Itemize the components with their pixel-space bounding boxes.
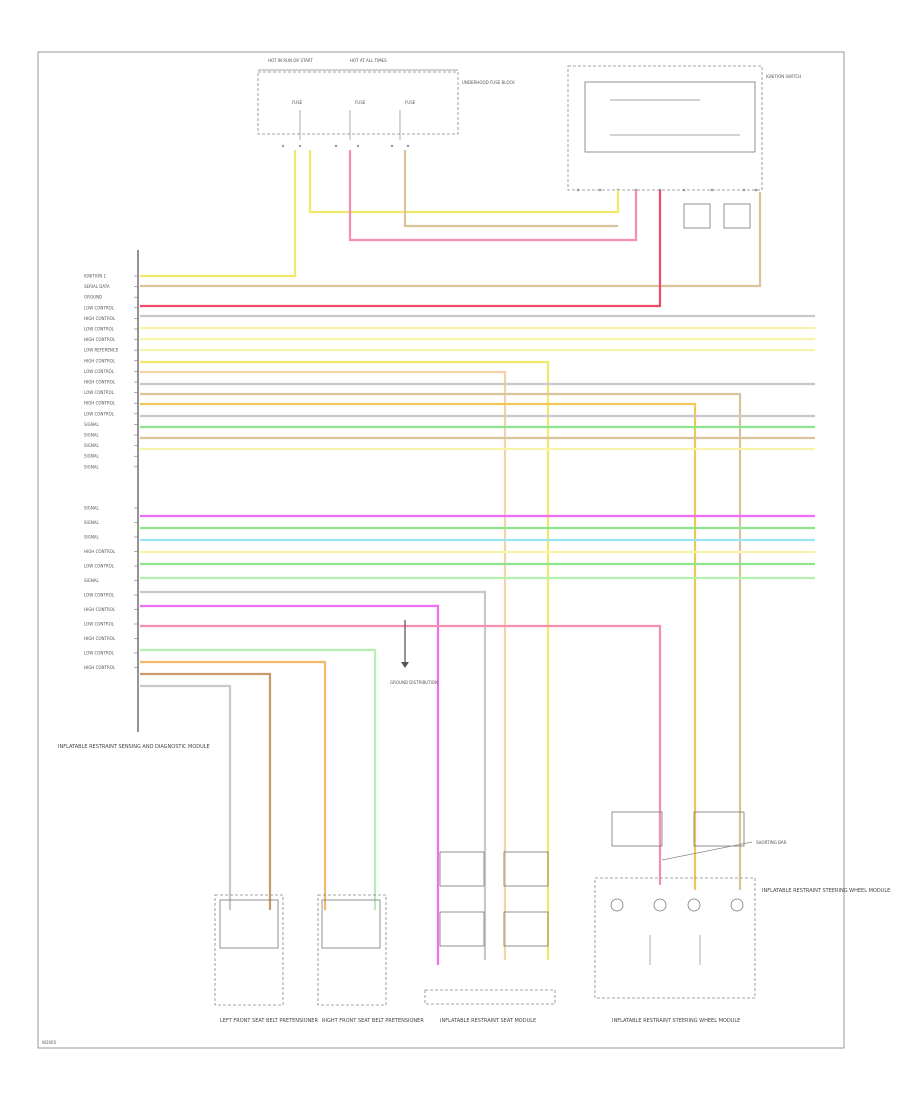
module-pin-label: HIGH CONTROL (84, 358, 116, 363)
tan-wire (140, 392, 742, 890)
module-pin-label: LOW CONTROL (84, 622, 115, 627)
figure-id: W2005 (42, 1040, 57, 1045)
magenta-wire (140, 604, 440, 965)
fuse-block-label: UNDERHOOD FUSE BLOCK (462, 80, 515, 85)
yellow-wire (140, 150, 297, 278)
module-pin-label: HIGH CONTROL (84, 549, 116, 554)
yellow-wire (140, 360, 550, 960)
module-pin-label: LOW CONTROL (84, 651, 115, 656)
pink-wire (348, 150, 638, 242)
gold-wire (140, 402, 697, 890)
module-pin-label: LOW CONTROL (84, 327, 115, 332)
module-pin-label: LOW REFERENCE (84, 348, 119, 353)
fuse-3-label: FUSE (405, 100, 416, 105)
ground-dist-label: GROUND DISTRIBUTION (390, 680, 438, 685)
yellow-wire (308, 150, 620, 214)
fuse-2-label: FUSE (355, 100, 366, 105)
module-pin-label: HIGH CONTROL (84, 607, 116, 612)
hot-run-start-label: HOT IN RUN OR START (268, 58, 313, 63)
module-pin-label: IGNITION 1 (84, 274, 106, 279)
wires (140, 150, 815, 965)
module-pin-label: LOW CONTROL (84, 564, 115, 569)
steering-module-label: INFLATABLE RESTRAINT STEERING WHEEL MODU… (762, 888, 890, 894)
module-pin-label: HIGH CONTROL (84, 316, 116, 321)
module-pin-label: HIGH CONTROL (84, 665, 116, 670)
module-pin-label: LOW CONTROL (84, 411, 115, 416)
gray-wire (140, 590, 487, 960)
module-pin-label: GROUND (84, 295, 102, 300)
left-pretensioner-label: LEFT FRONT SEAT BELT PRETENSIONER (220, 1018, 318, 1024)
diagram-frame (37, 51, 845, 1049)
right-pretensioner: RIGHT FRONT SEAT BELT PRETENSIONER (317, 894, 424, 1024)
right-pretensioner-label: RIGHT FRONT SEAT BELT PRETENSIONER (322, 1018, 424, 1024)
tan-wire (140, 192, 762, 288)
module-label: INFLATABLE RESTRAINT SENSING AND DIAGNOS… (58, 744, 210, 750)
module-pin-label: SIGNAL (84, 443, 100, 448)
ignition-switch: IGNITION SWITCH (567, 65, 801, 229)
module-pin-label: SIGNAL (84, 535, 100, 540)
module-pin-label: SIGNAL (84, 422, 100, 427)
shorting-bar-label: SHORTING BAR (756, 840, 787, 845)
gray-wire (140, 684, 232, 910)
module-connector: IGNITION 1 SERIAL DATA GROUND LOW CONTROL HI… (58, 250, 210, 750)
module-pin-label: SIGNAL (84, 506, 100, 511)
module-pin-label: HIGH CONTROL (84, 380, 116, 385)
module-pin-label: SIGNAL (84, 520, 100, 525)
module-pin-label: HIGH CONTROL (84, 401, 116, 406)
module-pin-label: LOW CONTROL (84, 593, 115, 598)
orange-wire (140, 660, 327, 910)
lt_orange-wire (140, 370, 507, 960)
module-pin-label: SIGNAL (84, 454, 100, 459)
ignition-switch-label: IGNITION SWITCH (766, 74, 801, 79)
module-pin-label: SIGNAL (84, 464, 100, 469)
seat-module: INFLATABLE RESTRAINT SEAT MODULE (424, 851, 556, 1024)
module-pin-label: HIGH CONTROL (84, 337, 116, 342)
seat-module-label: INFLATABLE RESTRAINT SEAT MODULE (440, 1018, 536, 1024)
tan-wire (403, 150, 618, 228)
module-pin-label: SIGNAL (84, 578, 100, 583)
red-wire (140, 190, 662, 308)
lt_green-wire (140, 648, 377, 910)
steering-module-caption: INFLATABLE RESTRAINT STEERING WHEEL MODU… (612, 1018, 740, 1024)
module-pin-label: HIGH CONTROL (84, 636, 116, 641)
ground-distribution: GROUND DISTRIBUTION (390, 620, 438, 685)
fuse-1-label: FUSE (292, 100, 303, 105)
module-pin-label: LOW CONTROL (84, 305, 115, 310)
steering-wheel-module: SHORTING BAR INFLATABLE RESTRAINT STEERI… (594, 811, 890, 1024)
brown-wire (140, 672, 272, 910)
hot-all-times-label: HOT AT ALL TIMES (350, 58, 387, 63)
module-pin-label: SERIAL DATA (84, 284, 110, 289)
pink-wire (140, 624, 662, 885)
fuse-block: HOT IN RUN OR START HOT AT ALL TIMES UND… (257, 58, 515, 148)
module-pin-label: LOW CONTROL (84, 369, 115, 374)
module-pin-label: SIGNAL (84, 433, 100, 438)
left-pretensioner: LEFT FRONT SEAT BELT PRETENSIONER (214, 894, 318, 1024)
module-pin-label: LOW CONTROL (84, 390, 115, 395)
